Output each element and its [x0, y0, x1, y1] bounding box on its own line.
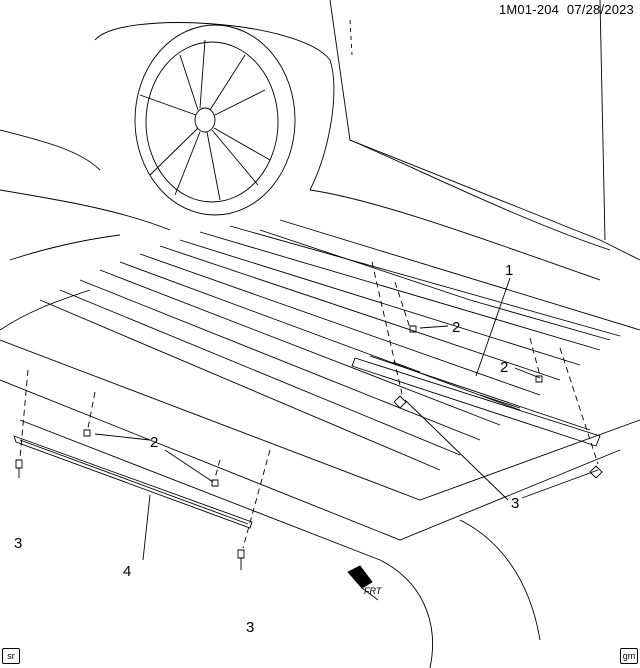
callout-2-left: 2 — [150, 434, 158, 451]
install-lines — [19, 261, 599, 549]
front-arrow-label: FRT — [364, 586, 383, 596]
diagram-id: 1M01-204 — [498, 2, 560, 17]
sill-plate-rear — [351, 355, 601, 447]
callout-3-left: 3 — [14, 535, 22, 552]
callout-4: 4 — [123, 563, 131, 580]
callout-2-upper: 2 — [452, 319, 460, 336]
callout-2-right: 2 — [500, 359, 508, 376]
front-direction-arrow — [347, 565, 379, 601]
leader-lines — [94, 277, 599, 561]
sill-plate-front — [13, 435, 253, 529]
vehicle-body-outline — [0, 0, 640, 281]
fasteners — [15, 325, 603, 570]
source-tag-right: gm — [620, 648, 638, 664]
callout-3-bottom: 3 — [246, 619, 254, 636]
callout-1: 1 — [505, 262, 513, 279]
spare-wheel — [134, 24, 296, 216]
callout-3-right: 3 — [511, 495, 519, 512]
source-tag-left: sr — [2, 648, 20, 664]
floor-panel — [0, 219, 640, 668]
